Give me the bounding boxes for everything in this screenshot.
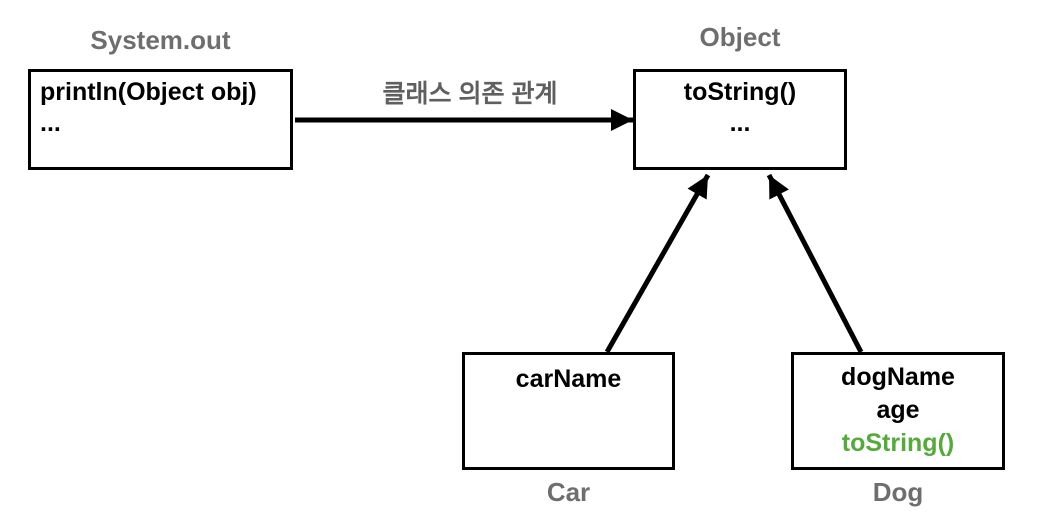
system-out-box: println(Object obj) ... xyxy=(28,69,293,170)
member-age: age xyxy=(876,396,920,424)
member-tostring-overridden: toString() xyxy=(841,429,955,457)
dog-title: Dog xyxy=(872,477,924,507)
car-to-object-arrow xyxy=(604,173,711,354)
dog-to-object-arrow xyxy=(766,173,864,354)
system-out-title: System.out xyxy=(90,25,231,55)
member-ellipsis: ... xyxy=(729,109,751,137)
member-ellipsis: ... xyxy=(40,109,61,137)
member-tostring: toString() xyxy=(683,78,797,106)
member-dogname: dogName xyxy=(841,363,955,391)
dog-box: dogName age toString() xyxy=(791,352,1005,470)
object-title: Object xyxy=(699,22,781,52)
car-box: carName xyxy=(462,352,675,470)
member-println: println(Object obj) xyxy=(40,78,257,106)
dependency-arrow-label: 클래스 의존 관계 xyxy=(382,80,558,108)
member-carname: carName xyxy=(515,365,622,393)
object-box: toString() ... xyxy=(633,69,847,170)
car-title: Car xyxy=(546,477,591,507)
